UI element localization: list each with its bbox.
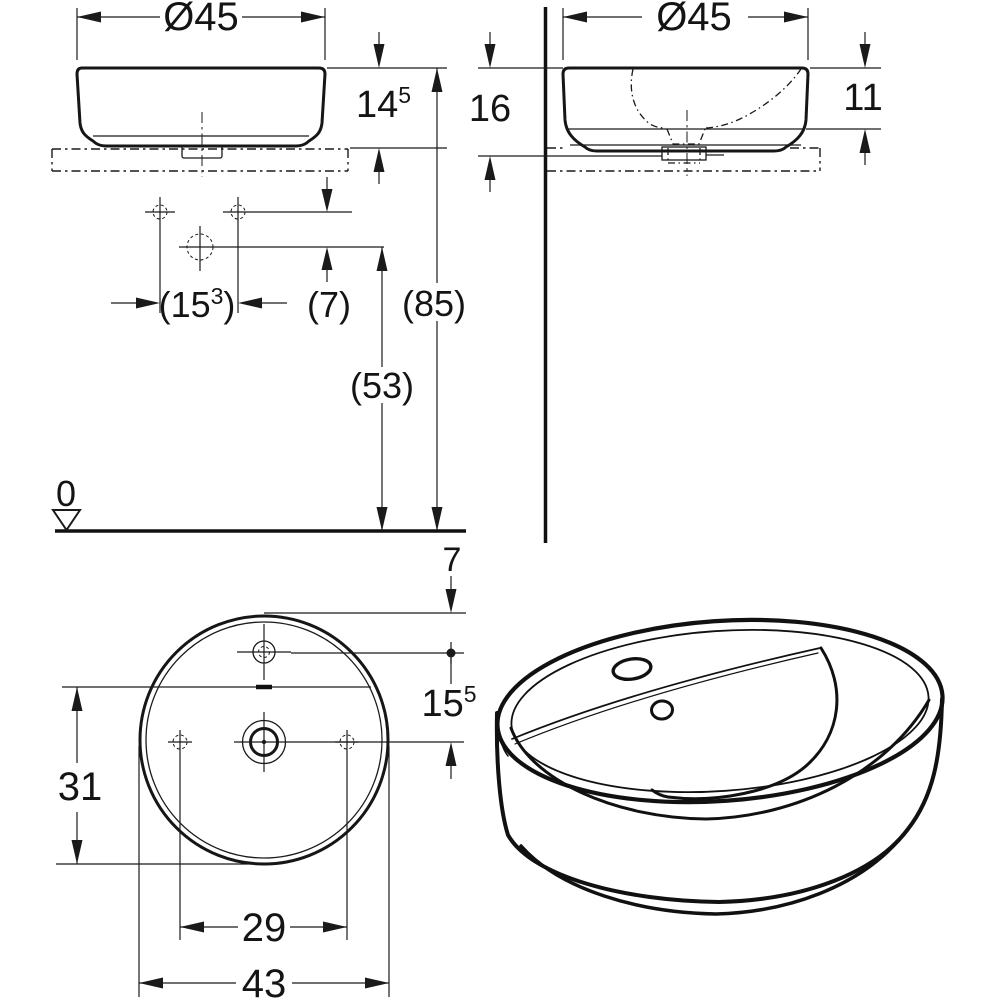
perspective-view — [494, 617, 945, 916]
arrowhead — [139, 977, 163, 989]
basin-3d-shelf-edge-inner — [514, 652, 819, 745]
arrowhead — [859, 44, 871, 68]
arrowhead — [71, 840, 83, 864]
arrowhead — [373, 44, 385, 68]
basin-3d-foot — [519, 838, 901, 916]
bowl-profile-right — [705, 68, 802, 129]
dim-width: 43 — [138, 746, 390, 1000]
arrowhead — [71, 687, 83, 711]
dim-label-diameter-front: Ø45 — [163, 0, 239, 39]
basin-plan-inner-rim — [145, 621, 383, 859]
dim-rim-to-floor: (85) — [402, 68, 466, 531]
dim-label-fixing-spacing-plan: 29 — [242, 906, 287, 950]
floor-datum: 0 — [51, 473, 466, 533]
tap-hole-3d — [611, 656, 653, 682]
drain-side — [661, 146, 707, 161]
bowl-profile-left — [630, 68, 667, 129]
dim-fixing-spacing-plan: 29 — [180, 906, 347, 950]
side-view: Ø45 16 11 — [469, 0, 883, 543]
basin-front-outline — [75, 66, 327, 148]
dim-label-height-above-counter: 145 — [356, 82, 411, 126]
dim-label-rim-to-floor: (85) — [402, 283, 466, 324]
dim-label-tap-to-edge: 7 — [443, 541, 462, 579]
dim-diameter-side: Ø45 — [562, 0, 809, 60]
datum-zero-label: 0 — [56, 473, 76, 514]
arrowhead — [484, 156, 496, 180]
basin-3d-rim-outer — [495, 617, 945, 805]
overflow-hole-3d — [650, 699, 674, 721]
drill-template: (7) (153) — [111, 177, 384, 325]
basin-3d-shelf-edge — [511, 647, 821, 740]
basin-3d-rim-left-detail — [498, 732, 509, 757]
dim-tap-to-edge: 7 — [264, 541, 466, 664]
arrowhead — [376, 247, 388, 271]
dim-fixing-spacing-front: (153) — [111, 283, 287, 325]
dim-drain-to-front: 31 — [56, 686, 256, 865]
dim-diameter-front: Ø45 — [76, 0, 326, 60]
arrowhead — [238, 297, 262, 309]
dim-label-total-height: 16 — [469, 88, 511, 130]
datum-triangle-icon — [51, 509, 82, 532]
basin-plan-outer-circle — [138, 614, 390, 866]
arrowhead — [365, 977, 389, 989]
arrowhead — [859, 129, 871, 153]
fixing-hole-left — [152, 204, 168, 220]
dim-label-template-to-floor: (53) — [350, 365, 414, 406]
arrowhead — [431, 507, 443, 531]
dim-template-to-floor: (53) — [350, 247, 414, 531]
arrowhead — [376, 507, 388, 531]
basin-3d-body — [494, 697, 944, 905]
fixing-hole-right — [230, 204, 246, 220]
basin-3d-bowl-curve — [650, 646, 839, 801]
dim-fixing-offset: (7) — [307, 177, 351, 325]
arrowhead — [136, 297, 160, 309]
dim-label-width: 43 — [242, 962, 287, 1000]
dim-label-tap-to-drain: 155 — [421, 681, 476, 725]
arrowhead — [373, 148, 385, 172]
dim-tap-to-drain: 155 — [294, 658, 477, 779]
bowl-hidden-lines — [630, 68, 802, 164]
arrowhead — [180, 921, 204, 933]
arrowhead — [784, 11, 808, 23]
dim-label-fixing-spacing: (153) — [159, 283, 236, 325]
basin-3d-rim-lip — [509, 698, 931, 821]
tap-hole-plan — [237, 624, 291, 680]
arrowhead — [445, 589, 457, 613]
plan-view: 7 155 31 29 — [56, 541, 477, 1000]
arrowhead — [431, 68, 443, 92]
fixing-hole-left-plan — [172, 734, 188, 750]
dim-height-above-counter-front: 145 — [356, 32, 411, 184]
arrowhead — [563, 11, 587, 23]
arrowhead — [77, 11, 101, 23]
dim-label-height-above-counter-side: 11 — [843, 77, 882, 119]
dim-total-height: 16 — [469, 32, 563, 192]
arrowhead — [484, 44, 496, 68]
basin-3d-rim-inner — [510, 628, 930, 794]
countertop-side — [547, 147, 821, 172]
front-view: Ø45 145 (85) (53) — [51, 0, 466, 533]
dim-label-drain-to-front: 31 — [58, 765, 103, 809]
drain-cone-hidden — [666, 128, 706, 145]
arrowhead — [321, 247, 333, 270]
arrowhead — [301, 11, 325, 23]
arrowhead — [321, 189, 333, 212]
dim-label-diameter-side: Ø45 — [656, 0, 732, 39]
countertop-front — [51, 148, 349, 172]
arrowhead — [323, 921, 347, 933]
dim-label-fixing-offset: (7) — [307, 284, 351, 325]
waste-hole-plan — [234, 712, 294, 772]
basin-side-outline — [561, 66, 810, 153]
dim-height-above-counter-side: 11 — [806, 32, 883, 165]
arrowhead — [445, 742, 457, 766]
